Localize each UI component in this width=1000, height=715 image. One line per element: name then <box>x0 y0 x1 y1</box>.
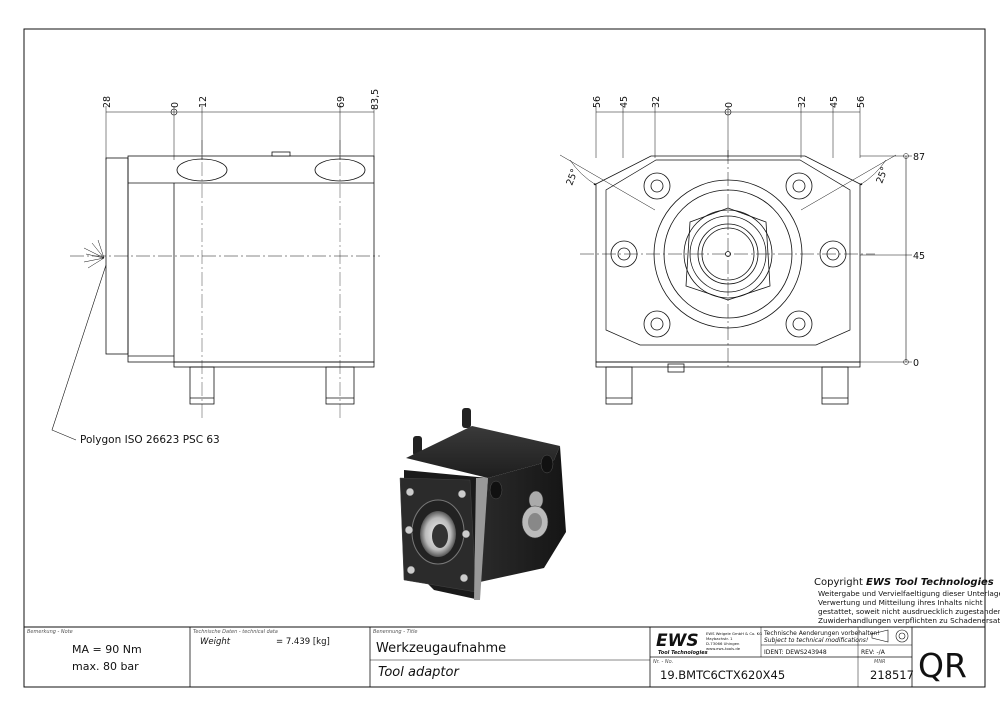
remark-line-pressure: max. 80 bar <box>72 660 139 673</box>
dim-front-0: 0 <box>724 102 735 108</box>
title-english: Tool adaptor <box>378 665 460 680</box>
title-label: Benennung - Title <box>373 629 417 635</box>
title-german: Werkzeugaufnahme <box>376 641 506 656</box>
copyright-line: Zuwiderhandlungen verpflichten zu Schade… <box>818 616 1000 625</box>
angle-right-label: 25° <box>874 165 890 185</box>
tech-data-label: Technische Daten - technical data <box>193 629 278 635</box>
title-block-text: Bemerkung - Note MA = 90 Nm max. 80 bar … <box>27 629 967 685</box>
dim-front-45-vertical: 45 <box>913 251 925 262</box>
number-label: Nr. - No. <box>653 659 673 665</box>
ews-logo: EWS <box>656 631 699 651</box>
svg-text:Copyright EWS Tool Technologie: Copyright EWS Tool Technologies <box>814 577 994 588</box>
front-view-dimension-labels: 56 45 32 0 32 45 56 87 45 0 25° 25° <box>564 96 925 369</box>
company-address-line: www.ews-tools.de <box>706 646 741 651</box>
front-view <box>559 106 912 405</box>
side-view-dimension-labels: 28 0 12 69 83,5 <box>102 89 381 110</box>
dim-front-45-right: 45 <box>829 96 840 108</box>
isometric-render <box>399 408 566 600</box>
dim-side-69: 69 <box>336 96 347 108</box>
copyright-line: Weitergabe und Vervielfaeltigung dieser … <box>818 589 1000 598</box>
polygon-callout: Polygon ISO 26623 PSC 63 <box>80 434 220 446</box>
company-address-line: D-73066 Uhingen <box>706 641 740 646</box>
notice-german: Technische Aenderungen vorbehalten! <box>763 630 880 637</box>
dim-side-83-5: 83,5 <box>370 89 381 110</box>
qr-label: QR <box>918 646 967 685</box>
dim-front-0-vertical: 0 <box>913 358 919 369</box>
revision: REV: -/A <box>861 649 886 656</box>
company-address-line: EWS Weigele GmbH & Co. KG <box>706 631 762 636</box>
copyright-line: Verwertung und Mitteilung ihres Inhalts … <box>818 598 983 607</box>
sheet-border <box>23 28 986 688</box>
dim-side-12: 12 <box>198 96 209 108</box>
ident-number: IDENT: DEWS243948 <box>764 649 827 656</box>
weight-value: = 7.439 [kg] <box>276 637 330 647</box>
company-address-line: Maybachstr. 1 <box>706 636 733 641</box>
copyright-notice: Copyright EWS Tool Technologies Weiterga… <box>814 577 1000 625</box>
copyright-line: gestattet, soweit nicht ausdruecklich zu… <box>818 607 1000 616</box>
weight-label: Weight <box>200 637 231 647</box>
copyright-brand: EWS Tool Technologies <box>866 577 994 588</box>
ews-logo-subtitle: Tool Technologies <box>658 650 708 656</box>
mnr-label: MNR <box>874 659 886 665</box>
mnr-number: 218517 <box>870 668 914 682</box>
dim-front-32-left: 32 <box>651 96 662 108</box>
dim-side-0: 0 <box>170 102 181 108</box>
side-view <box>51 106 380 441</box>
angle-left-label: 25° <box>564 167 580 187</box>
dim-front-45-left: 45 <box>619 96 630 108</box>
dim-front-56-right: 56 <box>856 96 867 108</box>
notice-english: Subject to technical modifications! <box>764 637 868 644</box>
part-number: 19.BMTC6CTX620X45 <box>660 668 785 682</box>
remark-label: Bemerkung - Note <box>27 629 73 635</box>
remark-line-torque: MA = 90 Nm <box>72 643 142 656</box>
dim-front-32-right: 32 <box>797 96 808 108</box>
dim-front-87: 87 <box>913 152 925 163</box>
dim-front-56-left: 56 <box>592 96 603 108</box>
title-block <box>24 626 985 687</box>
dim-side-28: 28 <box>102 96 113 108</box>
copyright-prefix: Copyright <box>814 577 866 588</box>
